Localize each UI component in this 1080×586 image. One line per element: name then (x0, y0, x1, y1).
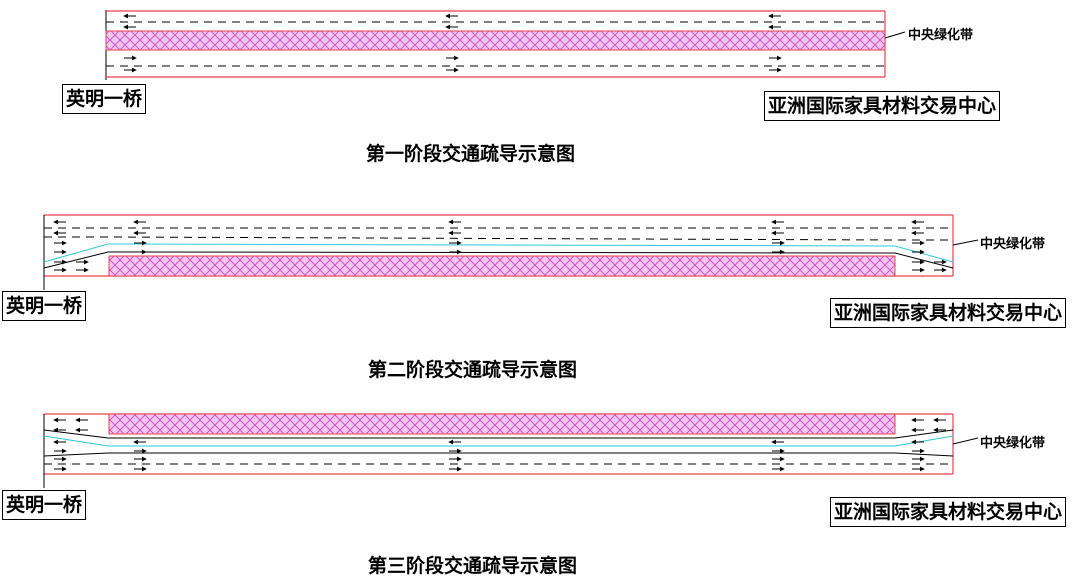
traffic-arrows (53, 13, 947, 472)
stage1-caption: 第一阶段交通疏导示意图 (366, 143, 576, 165)
stage1-road (105, 10, 906, 80)
stage3-caption: 第三阶段交通疏导示意图 (368, 555, 578, 577)
stage1-median (105, 30, 886, 51)
stage2-median (108, 255, 896, 277)
stage3-median (108, 413, 896, 435)
stage1-median-label: 中央绿化带 (908, 28, 974, 43)
stage2-right-label: 亚洲国际家具材料交易中心 (830, 298, 1067, 328)
stage3-cyan-line (43, 435, 954, 447)
stage3-left-label: 英明一桥 (2, 490, 87, 520)
stage2-median-leader (952, 239, 979, 246)
stage2-caption: 第二阶段交通疏导示意图 (368, 359, 578, 381)
stage2-left-label: 英明一桥 (2, 291, 87, 321)
stage3-right-label: 亚洲国际家具材料交易中心 (830, 497, 1067, 527)
stage3-solid-line (43, 452, 954, 457)
stage3-solid-line (43, 429, 954, 439)
stage2-road (43, 214, 979, 290)
stage1-median-leader (884, 31, 906, 39)
stage1-left-label: 英明一桥 (62, 84, 147, 114)
stage1-right-label: 亚洲国际家具材料交易中心 (764, 91, 1001, 121)
stage3-road (43, 413, 979, 488)
stage3-median-label: 中央绿化带 (980, 436, 1046, 451)
stage2-median-label: 中央绿化带 (980, 237, 1046, 252)
stage3-median-leader (952, 437, 979, 445)
stage2-lane-line (44, 236, 953, 241)
